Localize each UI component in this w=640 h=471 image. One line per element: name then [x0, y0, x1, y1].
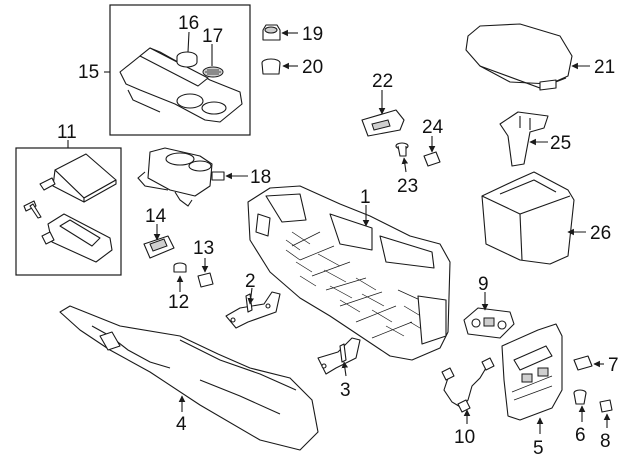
bolt-6-part [573, 389, 587, 405]
rear-panel-5-part [501, 323, 563, 421]
cupholder-module-18-part [137, 147, 225, 207]
callout-6: 6 [575, 425, 586, 446]
callout-11: 11 [57, 122, 77, 143]
bracket-25-part [499, 111, 549, 167]
cupholder-insert-part [119, 47, 243, 123]
callout-25: 25 [550, 133, 571, 154]
callout-1: 1 [360, 187, 371, 208]
clip-8-part [599, 399, 613, 413]
main-console-1-part [247, 185, 451, 361]
cup-plug-16-part [176, 51, 198, 68]
callout-24: 24 [422, 117, 444, 138]
callout-22: 22 [372, 71, 393, 92]
clip-24-part [423, 151, 441, 167]
callout-21: 21 [594, 57, 615, 78]
bolt-12-part [173, 262, 187, 273]
callout-10: 10 [454, 427, 475, 448]
callout-18: 18 [250, 167, 271, 188]
cap-19-part [262, 24, 281, 41]
callout-5: 5 [533, 438, 544, 459]
cup-mat-17-part [202, 66, 224, 78]
bracket-2-part [225, 291, 281, 329]
callout-9: 9 [478, 274, 489, 295]
bolt-23-part [395, 142, 409, 157]
callout-20: 20 [302, 57, 323, 78]
callout-26: 26 [590, 223, 611, 244]
callout-2: 2 [245, 271, 256, 292]
armrest-lid-21-part [465, 23, 573, 91]
wiring-harness-10-part [441, 357, 495, 413]
switch-7-part [573, 355, 593, 371]
clip-13-part [197, 272, 214, 288]
callout-8: 8 [600, 431, 611, 452]
callout-7: 7 [608, 355, 619, 376]
bracket-3-part [317, 337, 361, 375]
bin-lid-part [39, 153, 117, 203]
callout-23: 23 [397, 176, 418, 197]
callout-17: 17 [202, 26, 223, 47]
switch-14-part [143, 235, 175, 259]
screw-part [23, 200, 42, 219]
callout-4: 4 [176, 414, 187, 435]
latch-22-part [361, 109, 405, 137]
callout-19: 19 [302, 24, 323, 45]
control-panel-9-part [463, 307, 515, 339]
inset-box-cupholder [109, 4, 251, 136]
callout-16: 16 [178, 13, 199, 34]
callout-15: 15 [78, 62, 99, 83]
callout-13: 13 [193, 238, 214, 259]
callout-3: 3 [340, 380, 351, 401]
callout-14: 14 [145, 206, 167, 227]
storage-bin-26-part [481, 171, 575, 265]
callout-12: 12 [168, 292, 189, 313]
cap-20-part [261, 58, 281, 75]
bin-tray-part [41, 213, 113, 263]
side-panel-4-part [59, 305, 319, 451]
